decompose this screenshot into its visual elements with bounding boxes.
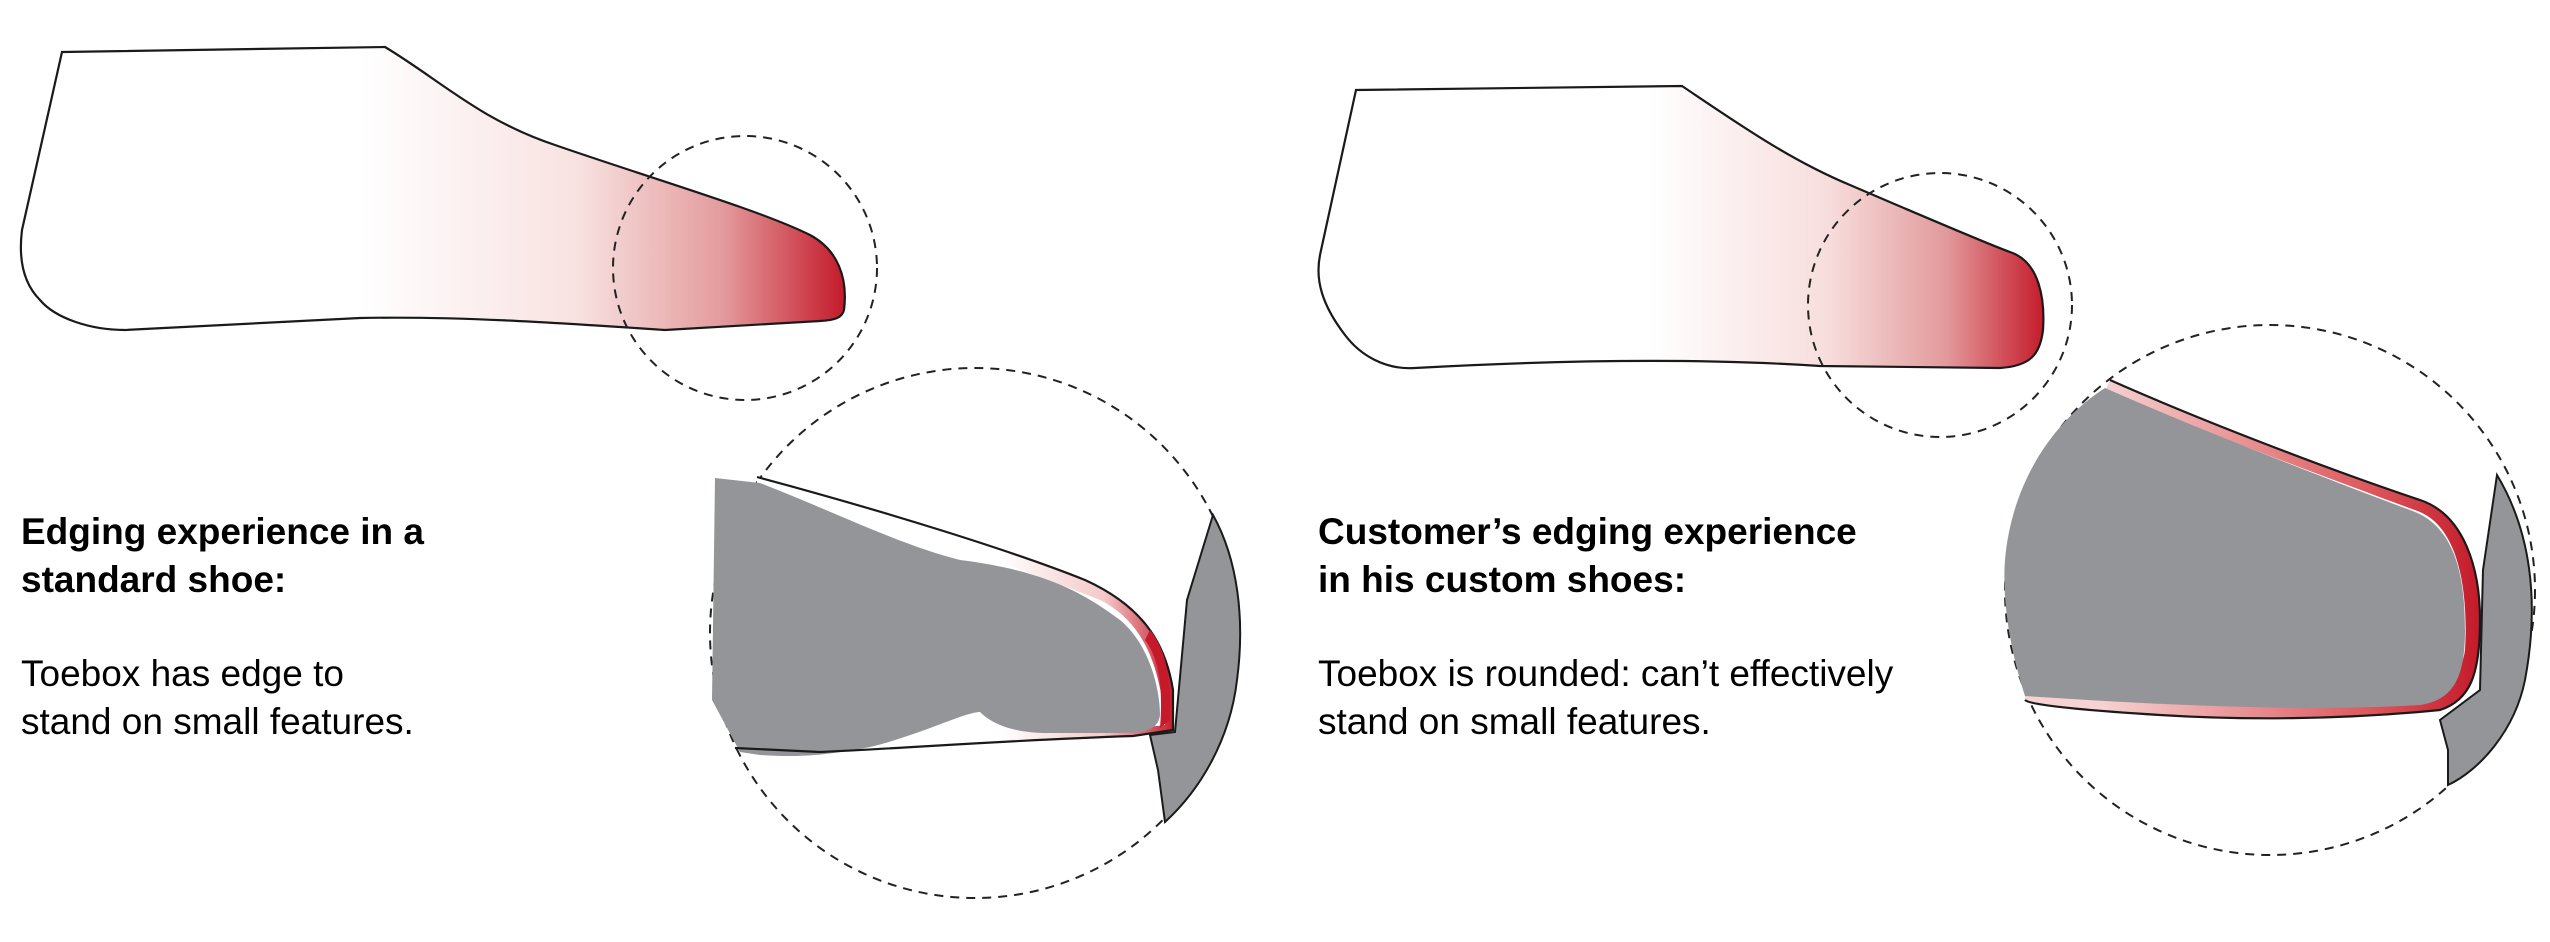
standard-shoe-description: Toebox has edge to stand on small featur… [21,650,661,746]
standard-shoe-caption: Edging experience in a standard shoe: To… [21,508,661,746]
standard-shoe-heading-line2: standard shoe: [21,559,287,600]
standard-shoe-heading-line1: Edging experience in a [21,511,425,552]
custom-shoe-foot [2004,388,2465,708]
rock-wall-right [2438,472,2533,787]
standard-shoe-pressure-edge [1145,630,1171,728]
custom-shoe-outline [1317,84,2045,370]
standard-shoe-toe-highlight-circle [612,135,878,401]
standard-shoe-heading: Edging experience in a standard shoe: [21,508,661,604]
custom-shoe-heading-line2: in his custom shoes: [1318,559,1687,600]
standard-shoe-outline [19,45,846,332]
custom-shoe-upper-and-sole [2025,380,2480,719]
custom-shoe-caption: Customer’s edging experience in his cust… [1318,508,2018,746]
custom-shoe-heading: Customer’s edging experience in his cust… [1318,508,2018,604]
custom-shoe-description-line2: stand on small features. [1318,701,1711,742]
standard-shoe-description-line2: stand on small features. [21,701,414,742]
rock-wall-left [1148,512,1242,825]
custom-shoe-heading-line1: Customer’s edging experience [1318,511,1857,552]
custom-shoe-toe-highlight-circle [1807,172,2073,438]
custom-shoe-toe-magnified [2004,324,2536,856]
standard-shoe-foot [712,478,1160,757]
custom-shoe-description-line1: Toebox is rounded: can’t effectively [1318,653,1894,694]
standard-shoe-description-line1: Toebox has edge to [21,653,344,694]
standard-shoe-toe-magnified [709,367,1242,899]
custom-shoe-description: Toebox is rounded: can’t effectively sta… [1318,650,2018,746]
